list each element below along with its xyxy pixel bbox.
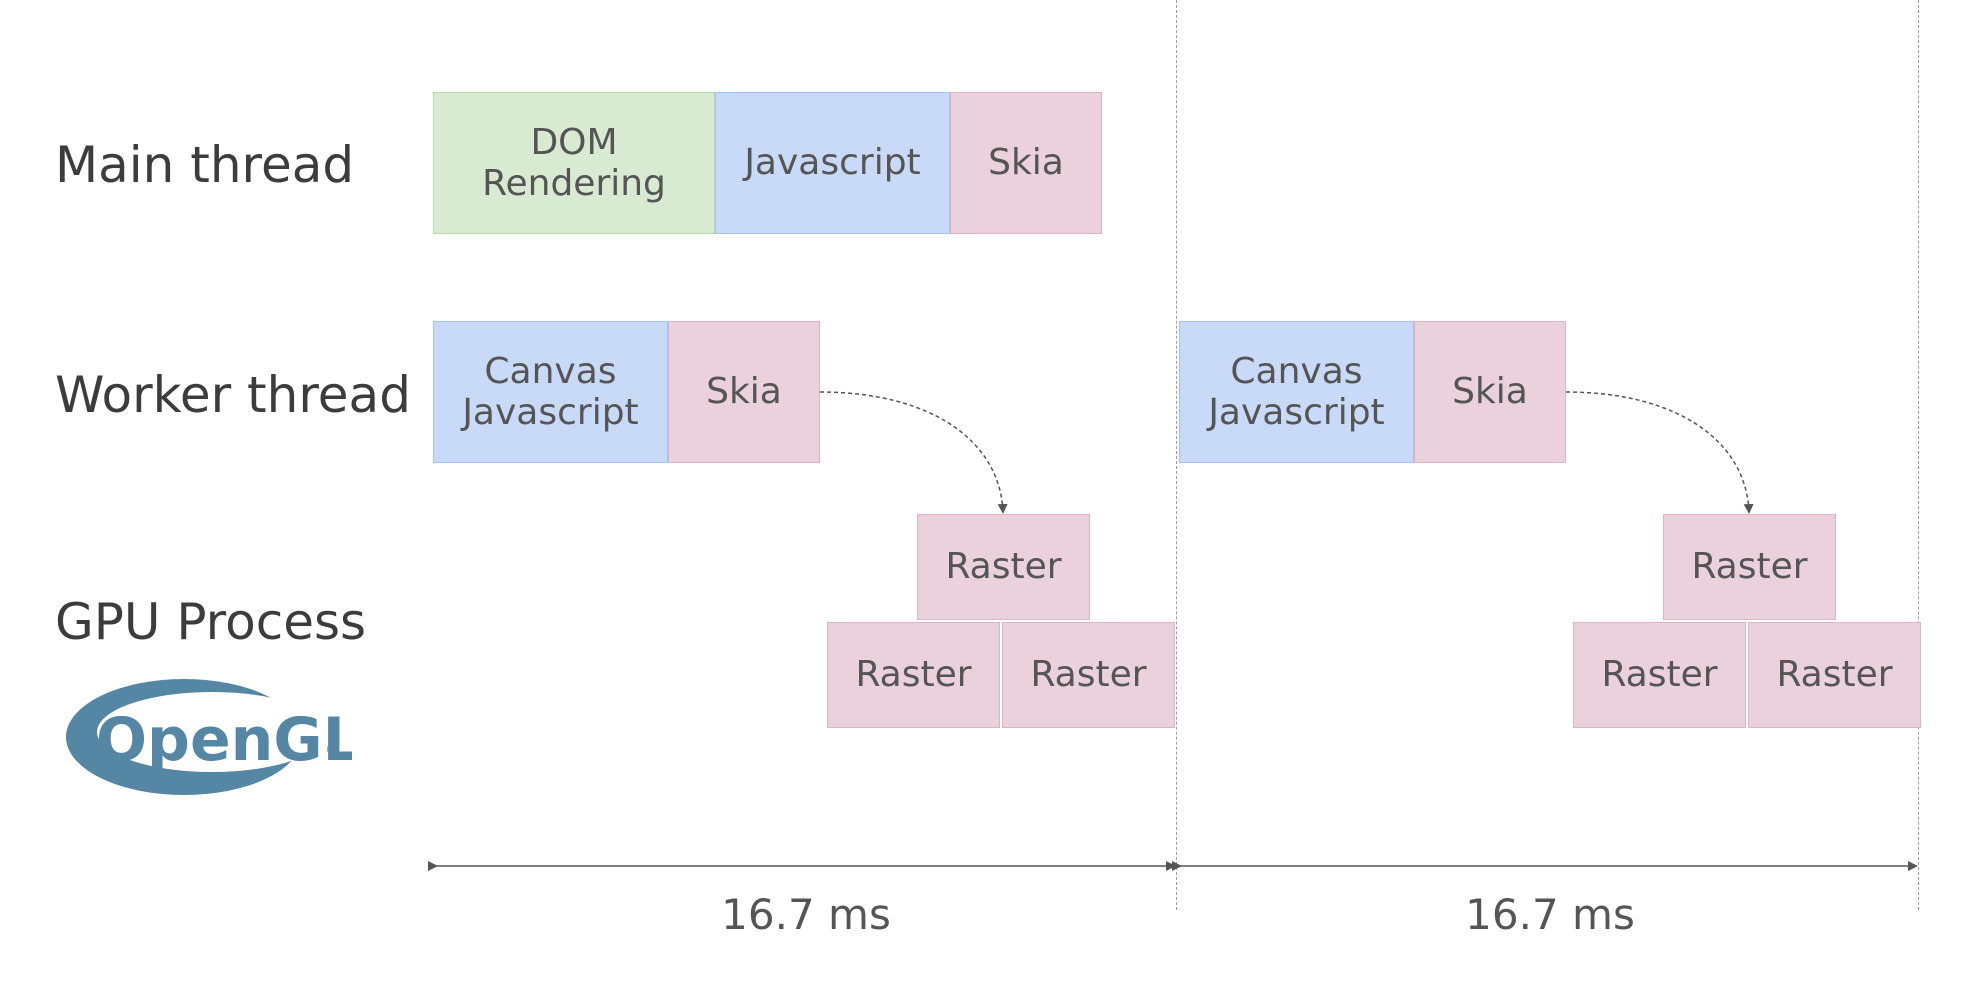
row-label-worker-thread: Worker thread [55,366,411,424]
block-dom-rendering: DOM Rendering [433,92,715,234]
block-frame1-raster-top: Raster [917,514,1090,620]
block-frame2-canvas-javascript: Canvas Javascript [1179,321,1414,463]
block-frame1-raster-left: Raster [827,622,1000,728]
block-frame2-raster-top: Raster [1663,514,1836,620]
block-frame2-raster-right: Raster [1748,622,1921,728]
frame-divider-2 [1918,0,1919,910]
opengl-logo-text: OpenGL [96,705,352,775]
curved-arrow-frame2 [1565,391,1754,514]
block-main-skia: Skia [950,92,1102,234]
opengl-logo-trademark: ® [325,742,339,758]
block-frame1-skia: Skia [668,321,820,463]
block-frame2-raster-left: Raster [1573,622,1746,728]
block-frame2-skia: Skia [1414,321,1566,463]
row-label-gpu-process: GPU Process [55,593,367,651]
timeline-label-frame1: 16.7 ms [721,890,891,939]
frame-divider-1 [1176,0,1177,910]
curved-arrow-frame1 [819,391,1008,514]
row-label-main-thread: Main thread [55,136,355,194]
opengl-logo-cutout [97,692,327,772]
timeline-label-frame2: 16.7 ms [1465,890,1635,939]
block-frame1-raster-right: Raster [1002,622,1175,728]
block-main-javascript: Javascript [715,92,950,234]
opengl-logo: OpenGL ® [66,679,352,795]
block-frame1-canvas-javascript: Canvas Javascript [433,321,668,463]
